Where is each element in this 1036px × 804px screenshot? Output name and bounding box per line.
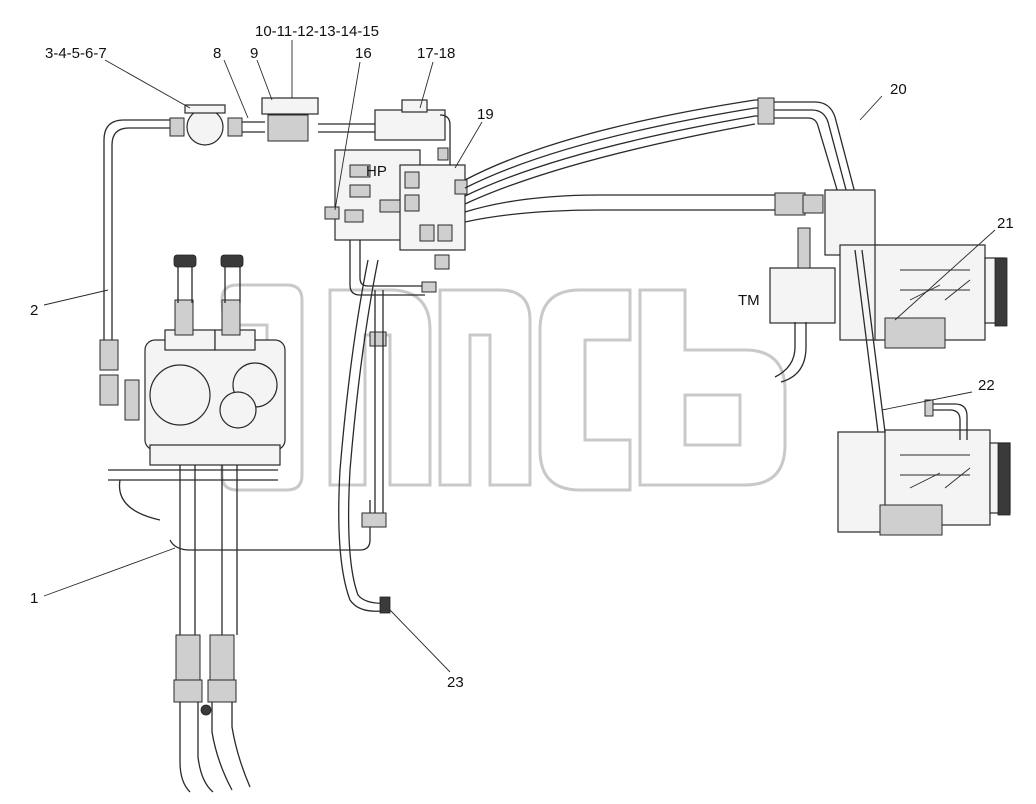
hose-23: [338, 240, 437, 614]
label-1: 1: [30, 590, 38, 607]
distribution-block: HP: [324, 99, 468, 270]
label-23: 23: [447, 674, 464, 691]
label-21: 21: [997, 215, 1014, 232]
fitting-9: [242, 97, 375, 142]
callout-labels: 3-4-5-6-7 8 9 10-11-12-13-14-15 16 17-18…: [30, 23, 1014, 691]
label-2: 2: [30, 302, 38, 319]
label-20: 20: [890, 81, 907, 98]
trademark-label: TM: [738, 292, 760, 309]
watermark-logo: TM: [220, 283, 787, 492]
leader-lines: [43, 40, 996, 673]
main-control-valve: [99, 254, 286, 466]
label-16: 16: [355, 45, 372, 62]
filter-assembly: [169, 104, 243, 146]
hp-port-label: HP: [366, 163, 387, 180]
pipe-line-2: [103, 119, 175, 340]
lower-hoses: [108, 465, 371, 793]
pipes-to-pumps: [464, 97, 871, 251]
label-9: 9: [250, 45, 258, 62]
label-8: 8: [213, 45, 221, 62]
label-22: 22: [978, 377, 995, 394]
label-19: 19: [477, 106, 494, 123]
label-3-7: 3-4-5-6-7: [45, 45, 107, 62]
label-10-15: 10-11-12-13-14-15: [255, 23, 379, 40]
label-17-18: 17-18: [417, 45, 455, 62]
pump-upper: [769, 189, 1008, 383]
pump-lower: [837, 249, 1011, 536]
